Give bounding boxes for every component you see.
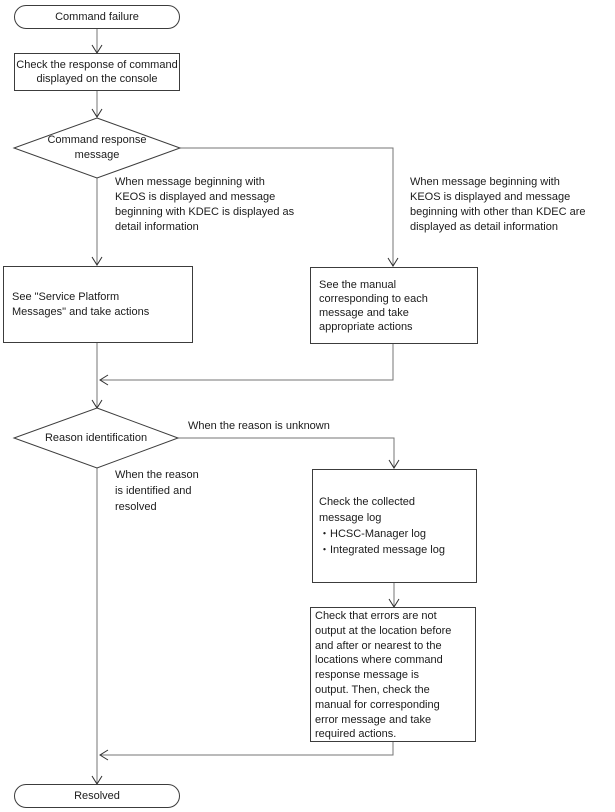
arrowhead-down-decision1: [91, 108, 103, 118]
branch-label-reason-unknown: When the reason is unknown: [188, 420, 330, 432]
arrowhead-left-merge2: [99, 749, 109, 761]
process-check-response-line: Check the response of command: [16, 59, 178, 71]
start-terminator: Command failure: [14, 5, 180, 29]
arrowhead-down-service-box: [91, 256, 103, 266]
process-check-errors: Check that errors are not output at the …: [310, 607, 476, 742]
branch-label-reason-identified: When the reason is identified and resolv…: [115, 469, 199, 513]
process-check-collected-log: Check the collected message log ・HCSC-Ma…: [312, 469, 477, 583]
connector-decision1-to-manual-box: [180, 147, 394, 265]
process-check-response-line: displayed on the console: [36, 73, 158, 85]
arrowhead-down-collected-box: [388, 459, 400, 469]
branch-label-kdec: When message beginning with KEOS is disp…: [115, 176, 295, 233]
decision-command-response-label: Command response message: [47, 134, 147, 161]
process-see-manual: See the manual corresponding to each mes…: [310, 267, 478, 344]
resolved-terminator: Resolved: [14, 784, 180, 808]
process-see-service-platform: See "Service Platform Messages" and take…: [3, 266, 193, 343]
connector-errors-box-merge: [101, 742, 394, 756]
start-label: Command failure: [55, 11, 139, 23]
process-check-response: Check the response of command displayed …: [14, 53, 180, 91]
arrowhead-down-manual-box: [387, 257, 399, 267]
resolved-label: Resolved: [74, 790, 120, 802]
decision-reason-identification-shape: [12, 407, 180, 469]
connector-manual-box-merge: [101, 344, 394, 381]
arrowhead-left-merge1: [99, 374, 109, 386]
decision-reason-identification-label: Reason identification: [44, 432, 148, 444]
decision-command-response-shape: [12, 117, 182, 179]
branch-label-other-than-kdec: When message beginning with KEOS is disp…: [410, 176, 586, 233]
connector-decision2-to-collected-box: [177, 437, 395, 467]
